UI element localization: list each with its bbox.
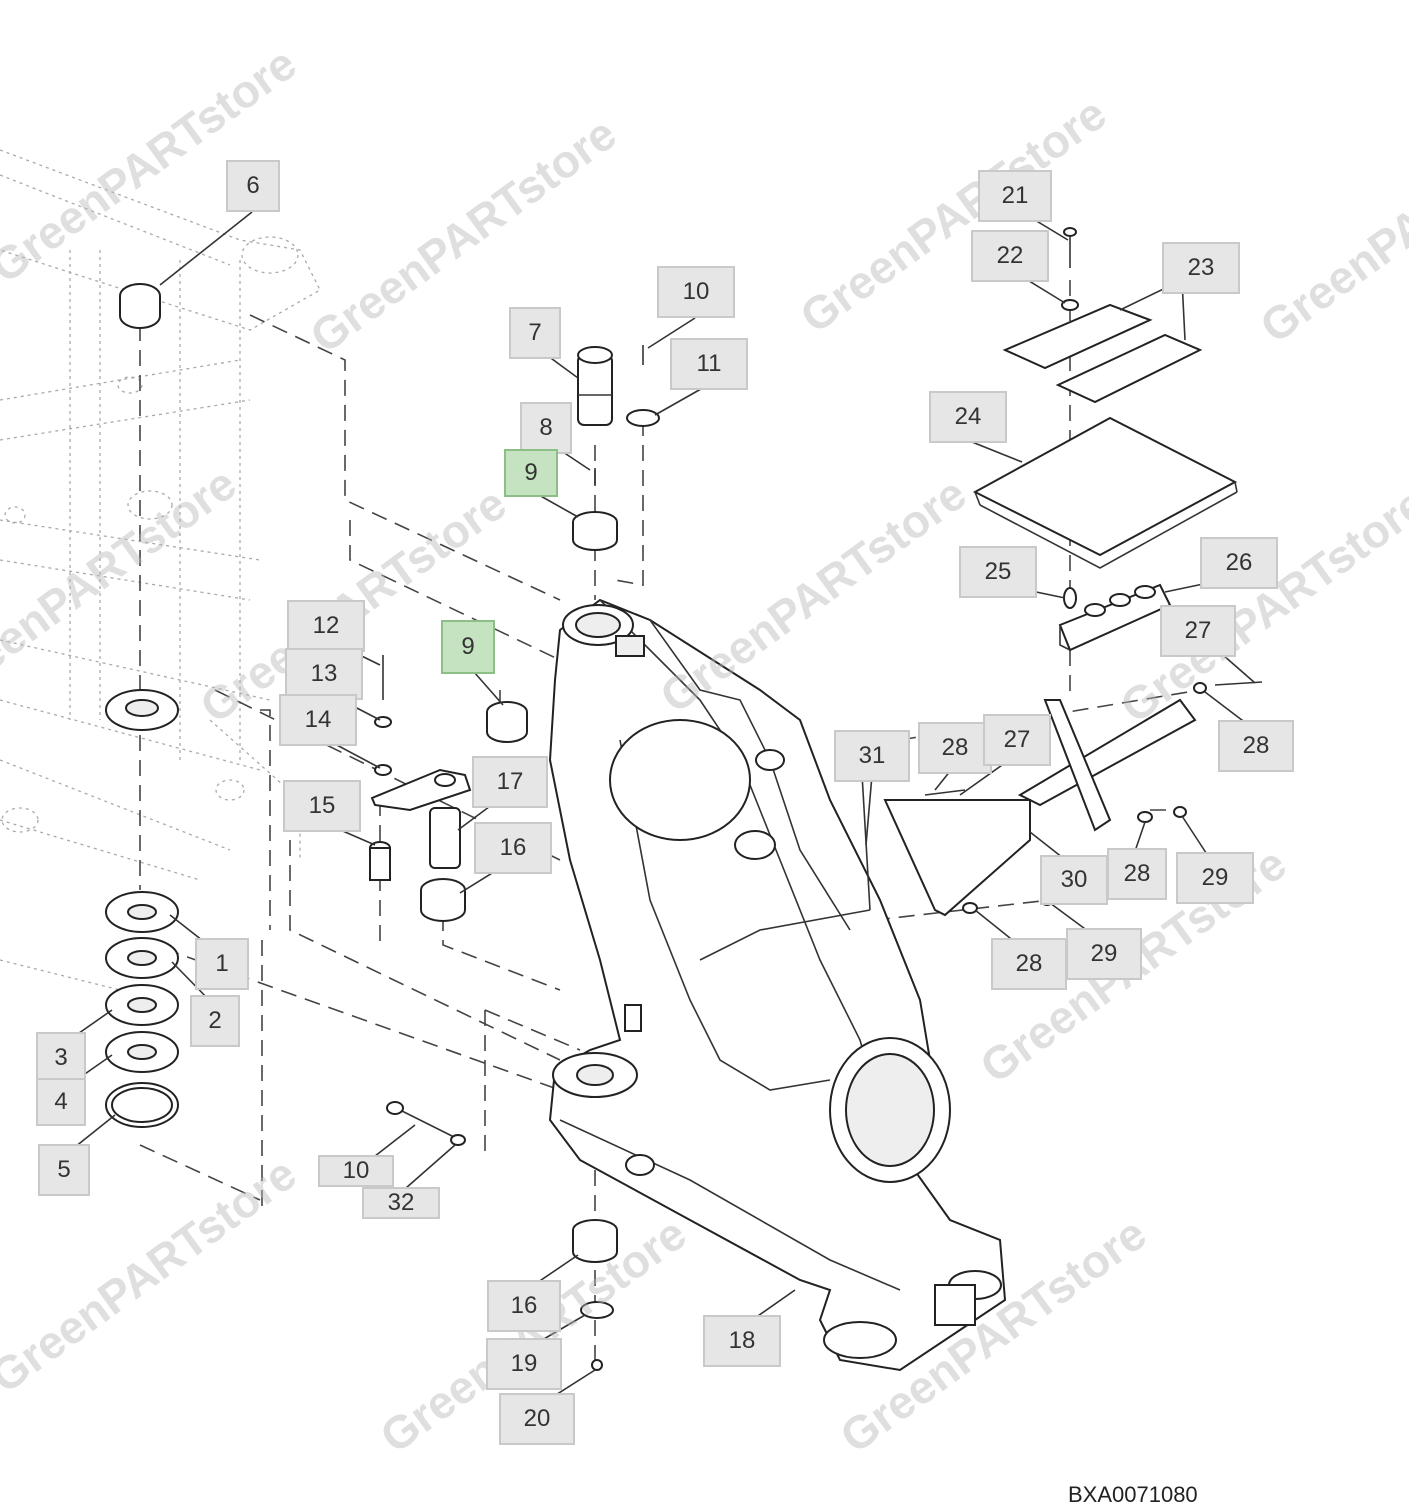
callout-26[interactable]: 26	[1200, 537, 1278, 589]
callout-20[interactable]: 20	[499, 1393, 575, 1445]
callout-10[interactable]: 10	[657, 266, 735, 318]
callout-11[interactable]: 11	[670, 338, 748, 390]
callout-16[interactable]: 16	[474, 822, 552, 874]
callout-16[interactable]: 16	[487, 1280, 561, 1332]
callout-28[interactable]: 28	[991, 938, 1067, 990]
callout-18[interactable]: 18	[703, 1315, 781, 1367]
callout-27[interactable]: 27	[983, 714, 1051, 766]
callout-13[interactable]: 13	[285, 648, 363, 700]
callout-28[interactable]: 28	[1107, 848, 1167, 900]
callout-7[interactable]: 7	[509, 307, 561, 359]
callout-27[interactable]: 27	[1160, 605, 1236, 657]
background-frame-outline	[0, 149, 321, 991]
callout-29[interactable]: 29	[1066, 928, 1142, 980]
callout-1[interactable]: 1	[195, 938, 249, 990]
callout-28[interactable]: 28	[1218, 720, 1294, 772]
callout-15[interactable]: 15	[283, 780, 361, 832]
callout-31[interactable]: 31	[834, 730, 910, 782]
callout-9-highlighted[interactable]: 9	[504, 449, 558, 497]
callout-12[interactable]: 12	[287, 600, 365, 652]
callout-17[interactable]: 17	[472, 756, 548, 808]
parts-left-stack	[105, 283, 179, 1128]
callout-32[interactable]: 32	[362, 1187, 440, 1219]
callout-29[interactable]: 29	[1176, 852, 1254, 904]
callout-5[interactable]: 5	[38, 1144, 90, 1196]
callout-28[interactable]: 28	[918, 722, 992, 774]
callout-25[interactable]: 25	[959, 546, 1037, 598]
callout-8[interactable]: 8	[520, 402, 572, 454]
callout-23[interactable]: 23	[1162, 242, 1240, 294]
callout-21[interactable]: 21	[978, 170, 1052, 222]
callout-4[interactable]: 4	[36, 1078, 86, 1126]
callout-14[interactable]: 14	[279, 694, 357, 746]
callout-24[interactable]: 24	[929, 391, 1007, 443]
callout-6[interactable]: 6	[226, 160, 280, 212]
callout-10[interactable]: 10	[318, 1155, 394, 1187]
callout-30[interactable]: 30	[1040, 855, 1108, 905]
swing-frame-housing	[548, 598, 1007, 1372]
callout-19[interactable]: 19	[486, 1338, 562, 1390]
parts-center	[369, 345, 660, 1371]
callout-2[interactable]: 2	[190, 995, 240, 1047]
figure-code: BXA0071080	[1068, 1482, 1198, 1507]
callout-22[interactable]: 22	[971, 230, 1049, 282]
callout-3[interactable]: 3	[36, 1032, 86, 1084]
callout-9-highlighted[interactable]: 9	[441, 620, 495, 674]
